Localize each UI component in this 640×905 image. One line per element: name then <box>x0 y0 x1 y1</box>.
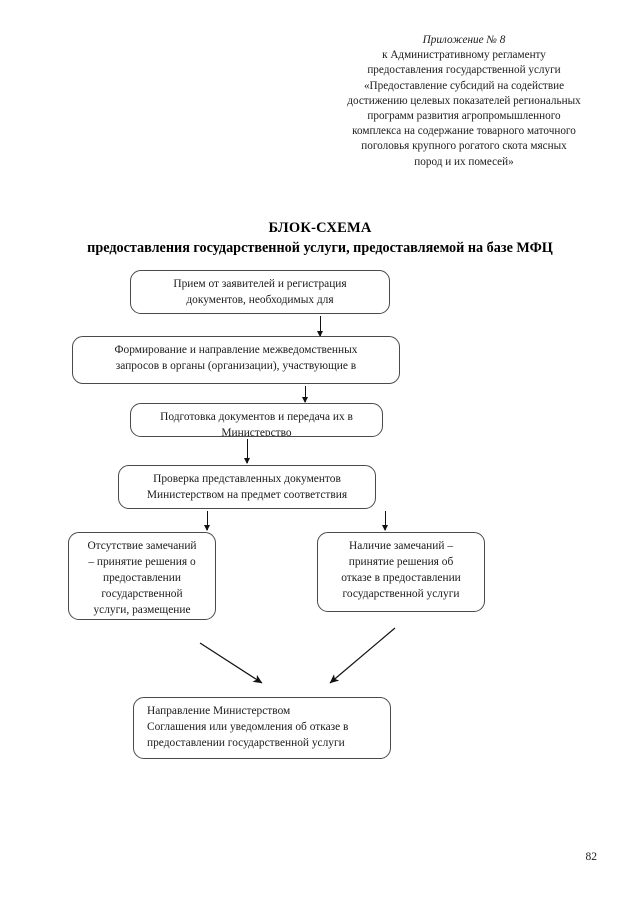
flow-node-has-remarks-line-3: отказе в предоставлении <box>341 572 461 584</box>
flow-node-intake-line-2: документов, необходимых для <box>186 294 334 306</box>
header-line-5: программ развития агропромышленного <box>367 110 561 123</box>
arrow-check-to-no-remarks <box>204 511 210 531</box>
arrow-check-to-has-remarks <box>382 511 388 531</box>
header-line-2: предоставления государственной услуги <box>367 64 561 77</box>
arrow-intake-to-requests <box>317 316 323 337</box>
arrow-requests-to-prepare <box>302 386 308 403</box>
page-title: БЛОК-СХЕМА <box>268 220 372 236</box>
flow-node-has-remarks-line-4: государственной услуги <box>342 588 460 600</box>
flow-node-no-remarks-line-4: государственной <box>101 588 183 600</box>
header-line-6: комплекса на содержание товарного маточн… <box>352 125 576 138</box>
flow-node-no-remarks: Отсутствие замечаний – принятие решения … <box>68 532 216 620</box>
arrow-left-branch-to-final <box>199 642 263 684</box>
flow-node-interagency-requests: Формирование и направление межведомствен… <box>72 336 400 384</box>
flow-node-has-remarks-line-1: Наличие замечаний – <box>348 540 454 552</box>
page-number: 82 <box>585 851 598 863</box>
flow-node-no-remarks-line-2: – принятие решения о <box>88 556 196 568</box>
flow-node-has-remarks-line-2: принятие решения об <box>348 556 454 568</box>
flow-node-check-line-1: Проверка представленных документов <box>153 473 341 485</box>
flow-node-intake-line-1: Прием от заявителей и регистрация <box>173 278 347 290</box>
header-line-8: пород и их помесей» <box>414 155 514 168</box>
flow-node-has-remarks: Наличие замечаний – принятие решения об … <box>317 532 485 612</box>
header-line-1: к Административному регламенту <box>382 49 546 62</box>
flow-node-intake: Прием от заявителей и регистрация докуме… <box>130 270 390 314</box>
header-line-7: поголовья крупного рогатого скота мясных <box>361 140 567 153</box>
page-subtitle: предоставления государственной услуги, п… <box>87 240 553 256</box>
flow-node-check-line-2: Министерством на предмет соответствия <box>146 489 348 501</box>
flow-node-send-line-1: Направление Министерством <box>147 705 291 717</box>
flow-node-prepare-line-1: Подготовка документов и передача их в <box>160 411 353 423</box>
flow-node-no-remarks-line-5: услуги, размещение <box>93 604 191 616</box>
header-line-4: достижению целевых показателей региональ… <box>347 94 581 107</box>
flow-node-no-remarks-line-1: Отсутствие замечаний <box>87 540 197 552</box>
flow-node-no-remarks-line-3: предоставлении <box>103 572 181 584</box>
appendix-number: Приложение № 8 <box>422 34 506 46</box>
flow-node-interagency-line-1: Формирование и направление межведомствен… <box>114 344 358 356</box>
flow-node-prepare-transfer: Подготовка документов и передача их в Ми… <box>130 403 383 437</box>
flow-node-interagency-line-2: запросов в органы (организации), участву… <box>115 360 357 372</box>
arrow-right-branch-to-final <box>329 627 396 684</box>
flow-node-send-line-2: Соглашения или уведомления об отказе в <box>147 721 349 733</box>
flow-node-send-agreement: Направление Министерством Соглашения или… <box>133 697 391 759</box>
flow-node-send-line-3: предоставлении государственной услуги <box>147 737 345 749</box>
arrow-prepare-to-check <box>244 439 250 464</box>
header-line-3: «Предоставление субсидий на содействие <box>363 79 565 92</box>
flow-node-ministry-check: Проверка представленных документов Минис… <box>118 465 376 509</box>
flow-node-prepare-line-2: Министерство <box>221 427 292 437</box>
document-header: Приложение № 8 к Административному регла… <box>330 33 598 170</box>
